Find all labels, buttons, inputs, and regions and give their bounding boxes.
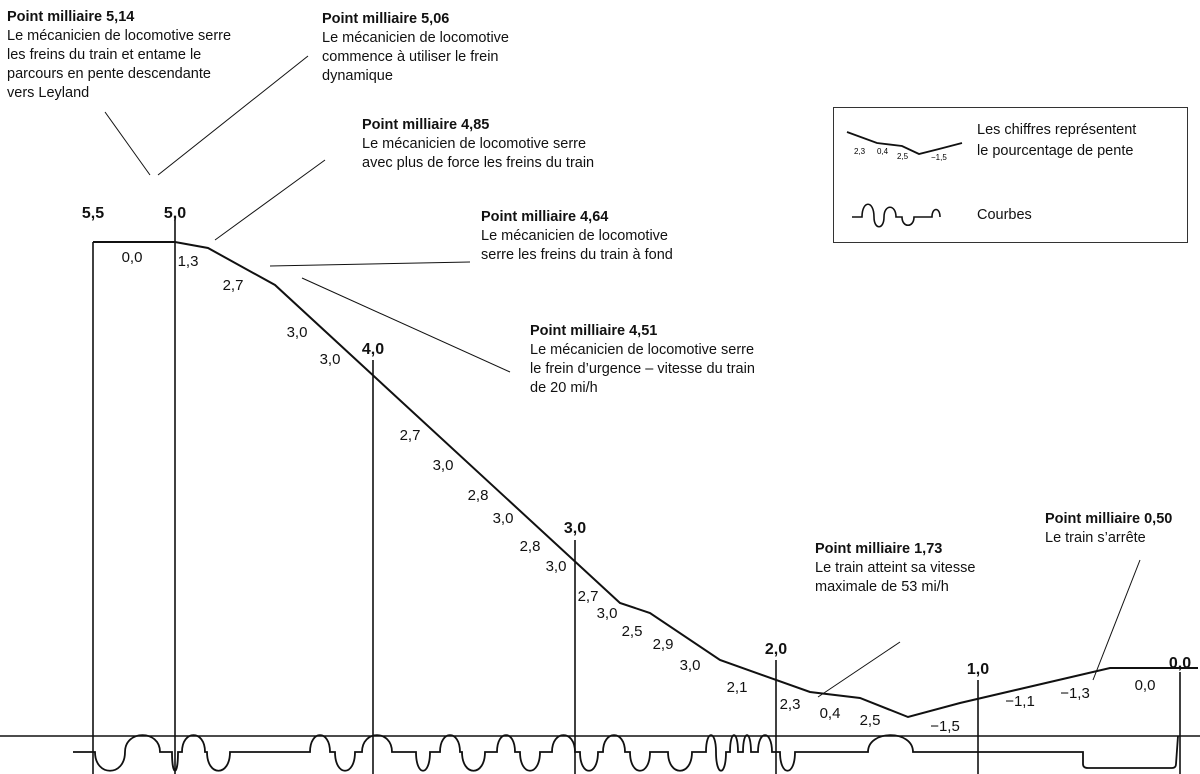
callout-milepost: Point milliaire 0,50 Le train s’arrête xyxy=(1045,510,1172,548)
grade-label: 2,8 xyxy=(520,538,541,555)
callout-text: Le mécanicien de locomotive serre xyxy=(7,28,232,44)
callout-text: commence à utiliser le frein xyxy=(322,49,499,65)
milepost-label: 5,0 xyxy=(164,205,186,222)
milepost-label: 1,0 xyxy=(967,661,989,678)
legend: 2,3 0,4 2,5 −1,5 Les chiffres représente… xyxy=(833,107,1188,243)
grade-label: 3,0 xyxy=(597,605,618,622)
callout-leader-line xyxy=(1092,559,1141,681)
grade-label: 3,0 xyxy=(433,457,454,474)
callout-title: Point milliaire 4,85 xyxy=(362,117,490,133)
grade-label: 3,0 xyxy=(287,324,308,341)
callout-text: les freins du train et entame le xyxy=(7,47,202,63)
grade-label: −1,5 xyxy=(930,718,960,735)
callout-text: Le mécanicien de locomotive xyxy=(322,30,509,46)
grade-label: 2,9 xyxy=(653,636,674,653)
callout-title: Point milliaire 5,06 xyxy=(322,11,450,27)
callout-text: Le train s’arrête xyxy=(1045,530,1146,546)
callout-title: Point milliaire 4,64 xyxy=(481,209,609,225)
curves-line xyxy=(73,734,1179,772)
callout-milepost: Point milliaire 5,14 Le mécanicien de loc… xyxy=(7,8,231,103)
callout-text: Le train atteint sa vitesse xyxy=(815,560,976,576)
grade-label: 2,8 xyxy=(468,487,489,504)
callout-leader-line xyxy=(214,159,326,241)
callout-leader-line xyxy=(817,641,901,698)
grade-label: 0,4 xyxy=(820,705,841,722)
grade-label: 0,0 xyxy=(122,249,143,266)
milepost-label: 0,0 xyxy=(1169,655,1191,672)
legend-grade-text: Les chiffres représentent xyxy=(977,122,1137,138)
callout-milepost: Point milliaire 1,73 Le train atteint sa … xyxy=(815,540,975,597)
grade-label: 2,3 xyxy=(780,696,801,713)
callout-leader-line xyxy=(301,277,511,373)
callout-text: Le mécanicien de locomotive xyxy=(481,228,668,244)
milepost-label: 4,0 xyxy=(362,341,384,358)
callout-milepost: Point milliaire 5,06 Le mécanicien de loc… xyxy=(322,10,509,86)
callout-title: Point milliaire 4,51 xyxy=(530,323,658,339)
grade-label: 2,7 xyxy=(400,427,421,444)
legend-grade-text: le pourcentage de pente xyxy=(977,143,1134,159)
callout-text: avec plus de force les freins du train xyxy=(362,155,595,171)
callout-title: Point milliaire 0,50 xyxy=(1045,511,1173,527)
legend-grade: 2,5 xyxy=(897,152,909,161)
legend-grade: −1,5 xyxy=(931,153,947,162)
legend-grade: 0,4 xyxy=(877,147,889,156)
grade-label: 2,5 xyxy=(860,712,881,729)
callout-text: le frein d’urgence – vitesse du train xyxy=(530,361,755,377)
grade-label: −1,1 xyxy=(1005,693,1035,710)
callout-text: Le mécanicien de locomotive serre xyxy=(362,136,587,152)
grade-label: 0,0 xyxy=(1135,677,1156,694)
milepost-label: 3,0 xyxy=(564,520,586,537)
callout-text: Le mécanicien de locomotive serre xyxy=(530,342,755,358)
grade-label: 3,0 xyxy=(680,657,701,674)
callout-text: maximale de 53 mi/h xyxy=(815,579,949,595)
grade-label: 3,0 xyxy=(320,351,341,368)
callout-text: de 20 mi/h xyxy=(530,380,598,396)
grade-label: 2,7 xyxy=(223,277,244,294)
callout-text: parcours en pente descendante xyxy=(7,66,211,82)
callout-leader-line xyxy=(104,111,151,176)
grade-label: 2,5 xyxy=(622,623,643,640)
callout-text: vers Leyland xyxy=(7,85,90,101)
grade-label: 2,7 xyxy=(578,588,599,605)
grade-label: 3,0 xyxy=(493,510,514,527)
milepost-label: 2,0 xyxy=(765,641,787,658)
callout-leader-line xyxy=(269,261,471,267)
grade-label: 3,0 xyxy=(546,558,567,575)
legend-grade: 2,3 xyxy=(854,147,866,156)
legend-curves-icon xyxy=(852,203,941,228)
grade-label: 2,1 xyxy=(727,679,748,696)
callout-milepost: Point milliaire 4,85 Le mécanicien de loc… xyxy=(362,116,594,173)
legend-curves-text: Courbes xyxy=(977,207,1032,223)
callout-leader-line xyxy=(157,55,309,176)
callout-milepost: Point milliaire 4,64 Le mécanicien de loc… xyxy=(481,208,673,265)
milepost-label: 5,5 xyxy=(82,205,104,222)
callout-text: dynamique xyxy=(322,68,393,84)
callout-title: Point milliaire 1,73 xyxy=(815,541,943,557)
track-profile-line xyxy=(93,241,1198,719)
grade-label: 1,3 xyxy=(178,253,199,270)
callout-milepost: Point milliaire 4,51 Le mécanicien de loc… xyxy=(530,322,755,398)
legend-grade-sample-icon: 2,3 0,4 2,5 −1,5 xyxy=(846,131,963,228)
callout-text: serre les freins du train à fond xyxy=(481,247,673,263)
callout-title: Point milliaire 5,14 xyxy=(7,9,135,25)
grade-label: −1,3 xyxy=(1060,685,1090,702)
